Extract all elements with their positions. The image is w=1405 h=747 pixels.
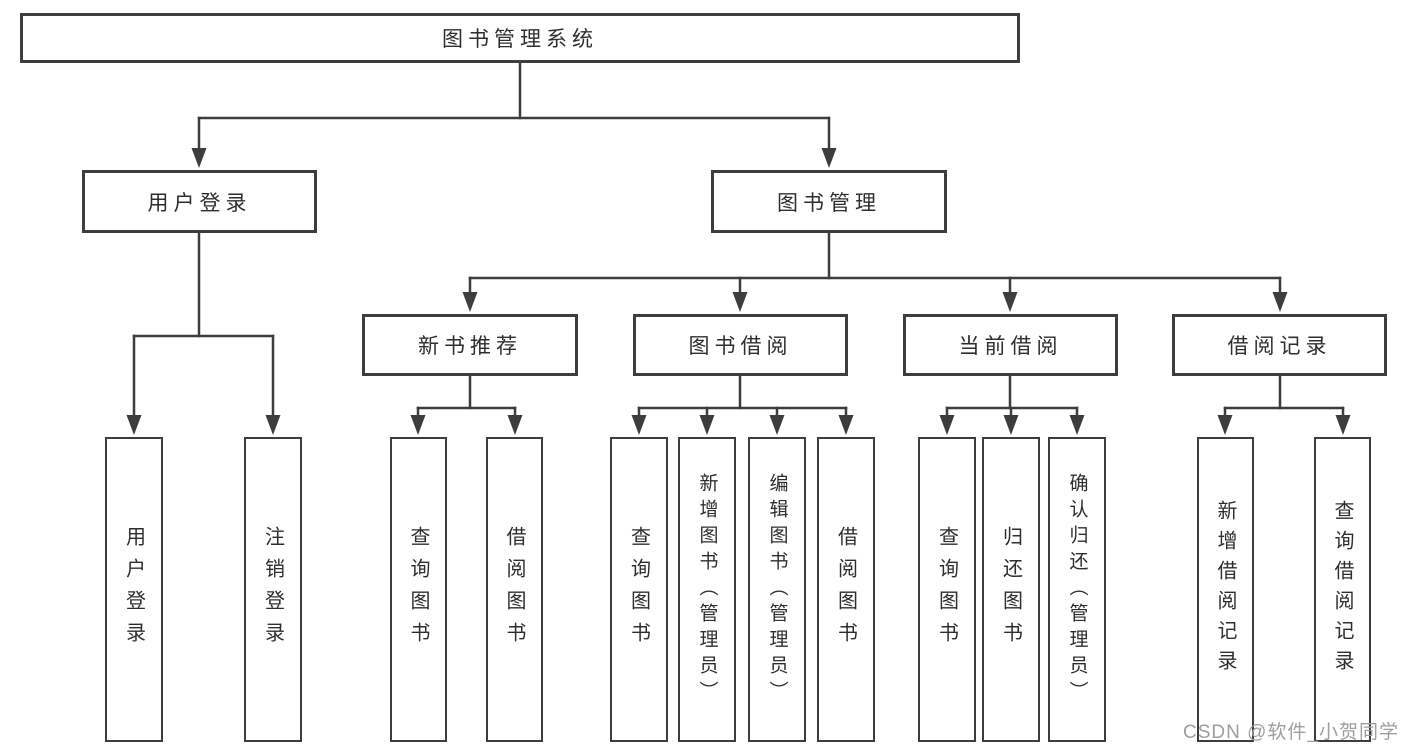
csdn-watermark: CSDN @软件_小贺同学 [1183, 722, 1399, 743]
arrowhead [1272, 292, 1288, 312]
arrowhead [1069, 415, 1085, 435]
arrowhead [191, 148, 207, 168]
node-book-borrow: 图书借阅 [633, 314, 848, 376]
leaf-borrow-books-newbooks: 借阅图书 [486, 437, 543, 742]
connector-records-to-leaves [1217, 374, 1351, 435]
arrowhead [732, 292, 748, 312]
arrowhead [462, 292, 478, 312]
leaf-confirm-return-admin: 确认归还（管理员） [1048, 437, 1106, 742]
node-new-books: 新书推荐 [362, 314, 578, 376]
arrowhead [1003, 415, 1019, 435]
node-book-management: 图书管理 [711, 170, 947, 233]
arrowhead [821, 148, 837, 168]
leaf-query-books-newbooks: 查询图书 [390, 437, 447, 742]
leaf-query-books-borrow: 查询图书 [610, 437, 668, 742]
leaf-edit-books-admin: 编辑图书（管理员） [748, 437, 806, 742]
node-current-borrow: 当前借阅 [903, 314, 1118, 376]
leaf-return-books: 归还图书 [982, 437, 1040, 742]
connector-bookborrow-to-leaves [631, 374, 854, 435]
node-root: 图书管理系统 [20, 13, 1020, 63]
arrowhead [410, 415, 426, 435]
leaf-logout: 注销登录 [244, 437, 302, 742]
leaf-user-login: 用户登录 [105, 437, 163, 742]
arrowhead [126, 415, 142, 435]
leaf-add-borrow-record: 新增借阅记录 [1197, 437, 1254, 742]
connector-login-to-leaves [126, 231, 281, 435]
arrowhead [838, 415, 854, 435]
arrowhead [631, 415, 647, 435]
arrowhead [265, 415, 281, 435]
connector-newbooks-to-leaves [410, 374, 523, 435]
leaf-add-books-admin: 新增图书（管理员） [678, 437, 736, 742]
arrowhead [1217, 415, 1233, 435]
connector-management-to-level3 [462, 231, 1288, 312]
connector-root-to-level2 [191, 61, 837, 168]
leaf-query-books-current: 查询图书 [918, 437, 976, 742]
arrowhead [939, 415, 955, 435]
arrowhead [507, 415, 523, 435]
node-borrow-records: 借阅记录 [1172, 314, 1387, 376]
node-user-login: 用户登录 [82, 170, 317, 233]
arrowhead [1002, 292, 1018, 312]
leaf-borrow-books: 借阅图书 [817, 437, 875, 742]
leaf-query-borrow-record: 查询借阅记录 [1314, 437, 1371, 742]
arrowhead [1335, 415, 1351, 435]
arrowhead [769, 415, 785, 435]
arrowhead [699, 415, 715, 435]
connector-currentborrow-to-leaves [939, 374, 1085, 435]
